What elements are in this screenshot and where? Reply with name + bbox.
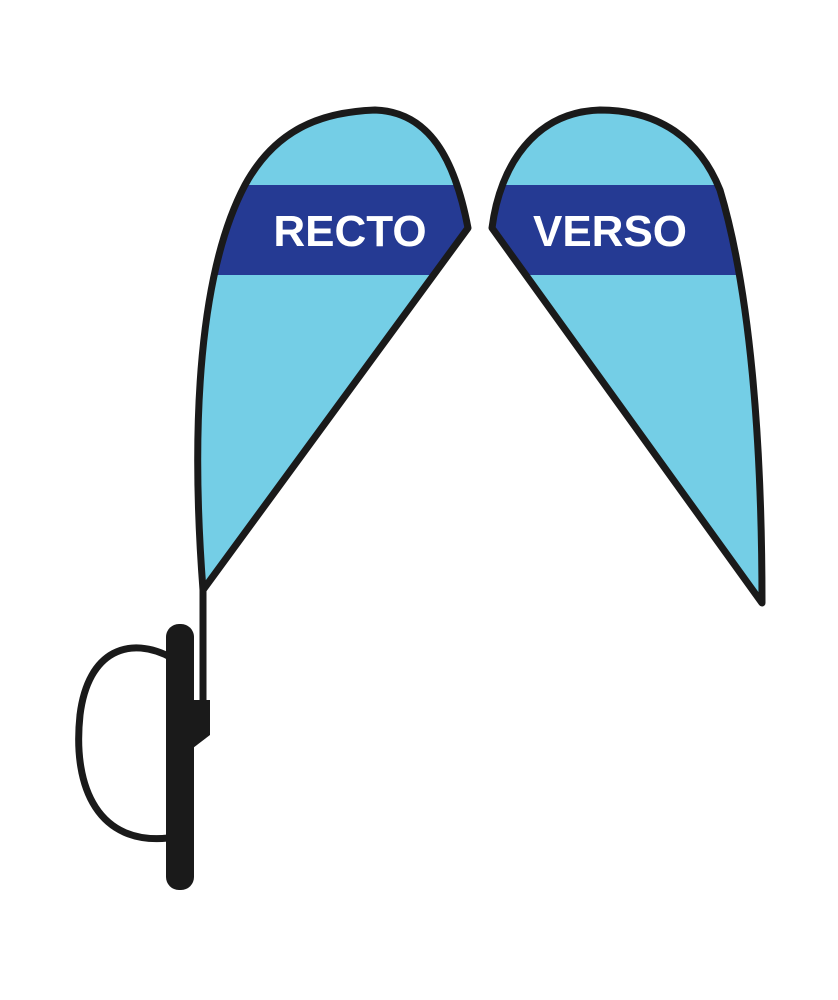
carry-strap-loop bbox=[75, 644, 176, 843]
verso-label: VERSO bbox=[533, 207, 687, 256]
ground-stake bbox=[166, 624, 194, 890]
recto-flag: RECTO bbox=[194, 106, 472, 594]
verso-flag-outline bbox=[488, 106, 766, 607]
flag-pole-assembly bbox=[75, 584, 210, 890]
recto-flag-fill bbox=[197, 110, 468, 590]
pole-collar bbox=[193, 700, 210, 748]
verso-flag-fill bbox=[492, 110, 762, 603]
recto-flag-outline bbox=[194, 106, 472, 594]
recto-label: RECTO bbox=[273, 207, 426, 256]
verso-flag: VERSO bbox=[488, 106, 766, 607]
verso-band bbox=[492, 185, 762, 275]
recto-band bbox=[197, 185, 468, 275]
